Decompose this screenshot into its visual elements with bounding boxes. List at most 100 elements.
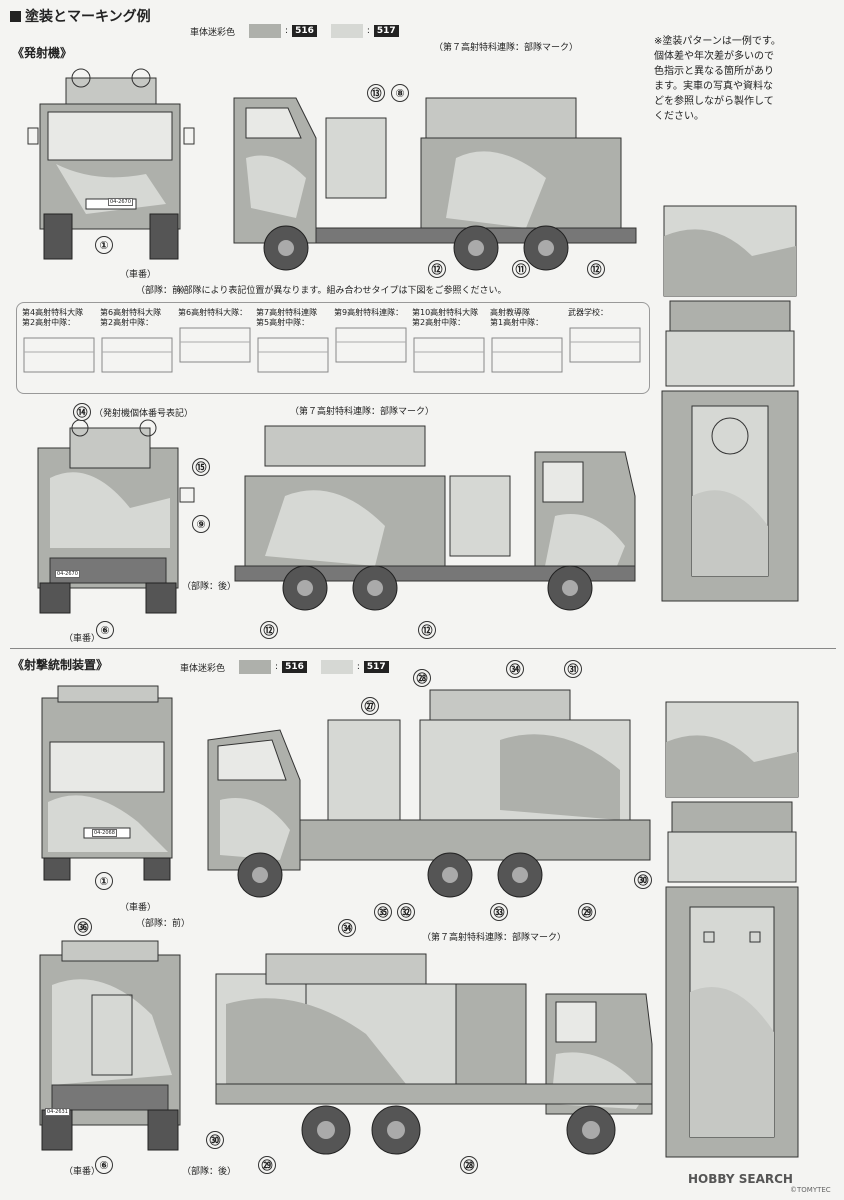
fcs-unit-mark-label: （第７高射特科連隊：部隊マーク） (422, 933, 567, 943)
callout-9: ⑨ (192, 515, 210, 533)
unit-marking-box (16, 302, 650, 394)
swatch-516-code: 516 (282, 661, 307, 673)
swatch-516 (249, 24, 282, 38)
fcs-side-view-right (215, 953, 653, 1155)
unit-item: 第6高射特科大隊 第2高射中隊： (100, 308, 174, 388)
unit-item: 第10高射特科大隊 第2高射中隊： (412, 308, 486, 388)
fcs-side-view-left (207, 689, 651, 898)
swatch-516 (239, 660, 272, 674)
launcher-side-view-left (233, 97, 637, 271)
callout-27: ㉗ (361, 697, 379, 715)
callout-13: ⑬ (367, 84, 385, 102)
unit-item: 第7高射特科連隊 第5高射中隊： (256, 308, 330, 388)
unit-item-label: 第6高射特科大隊 第2高射中隊： (100, 308, 162, 327)
callout-12b: ⑫ (587, 260, 605, 278)
callout-6: ⑥ (96, 621, 114, 639)
fcs-front-view (41, 685, 173, 881)
fcs-front-plate: 04-2068 (92, 829, 117, 837)
paint-legend-label: 車体迷彩色 (190, 27, 236, 38)
unit-item-sketch (569, 327, 641, 363)
watermark-sub: ©TOMYTEC (790, 1186, 831, 1194)
swatch-517-code: 517 (363, 661, 389, 673)
callout-12d: ⑫ (418, 621, 436, 639)
callout-34a: ㉞ (506, 660, 524, 678)
swatch-colon: : (356, 662, 360, 672)
launcher-rear-plate: 04-2670 (55, 570, 80, 578)
callout-29b: ㉙ (258, 1156, 276, 1174)
unit-item-label: 第6高射特科大隊： (178, 308, 248, 317)
section-divider (10, 648, 836, 649)
callout-30a: ㉚ (634, 871, 652, 889)
launcher-front-view (27, 68, 195, 260)
fcs-section-title: 《射撃統制装置》 (12, 658, 109, 672)
page-header: 塗装とマーキング例 (10, 6, 151, 26)
launcher-section-title: 《発射機》 (12, 46, 73, 60)
fcs-unit-label-rear: （部隊：後） (182, 1167, 237, 1177)
callout-28a: ㉘ (413, 669, 431, 687)
swatch-517 (320, 660, 353, 674)
page-title: 塗装とマーキング例 (25, 9, 151, 25)
callout-35: ㉟ (374, 903, 392, 921)
unit-item-sketch (413, 337, 485, 373)
fcs-plate-label-rear: （車番） (64, 1167, 101, 1177)
unit-item-sketch (23, 337, 95, 373)
callout-28b: ㉘ (460, 1156, 478, 1174)
watermark-brand: HOBBY SEARCH (688, 1172, 793, 1186)
launcher-side-view-right (234, 425, 636, 611)
callout-30b: ㉚ (206, 1131, 224, 1149)
paint-legend-fcs: 車体迷彩色 : 516 : 517 (180, 660, 389, 674)
swatch-colon: : (275, 662, 279, 672)
unit-item-label: 高射教導隊 第1高射中隊： (490, 308, 544, 327)
paint-legend-launcher: 車体迷彩色 : 516 : 517 (190, 24, 399, 38)
unit-item: 第6高射特科大隊： (178, 308, 252, 388)
launcher-unit-label-front: （部隊：前） (136, 286, 191, 296)
launcher-front-plate: 04-2670 (108, 198, 133, 206)
unit-mark-label-top: （第７高射特科連隊：部隊マーク） (434, 43, 579, 53)
unit-item-label: 第10高射特科大隊 第2高射中隊： (412, 308, 479, 327)
launcher-footnote: ※部隊により表記位置が異なります。組み合わせタイプは下図をご参照ください。 (176, 286, 507, 296)
fcs-rear-view (39, 940, 181, 1151)
callout-29a: ㉙ (578, 903, 596, 921)
unit-item: 武器学校： (568, 308, 642, 388)
callout-1b: ① (95, 872, 113, 890)
unit-mark-label-side: （第７高射特科連隊：部隊マーク） (290, 407, 435, 417)
callout-11: ⑪ (512, 260, 530, 278)
fcs-top-view (665, 701, 799, 1158)
paint-note: ※塗装パターンは一例です。 個体差や年次差が多いので 色指示と異なる箇所があり … (654, 36, 781, 122)
swatch-516-code: 516 (292, 25, 317, 37)
unit-item-label: 第9高射特科連隊： (334, 308, 404, 317)
unit-item: 高射教導隊 第1高射中隊： (490, 308, 564, 388)
launcher-rear-view (37, 419, 195, 614)
fcs-unit-label-front: （部隊：前） (136, 919, 191, 929)
launcher-plate-label-rear: （車番） (64, 634, 101, 644)
launcher-unit-label-rear: （部隊：後） (182, 582, 237, 592)
fcs-plate-label-front: （車番） (120, 903, 157, 913)
paint-legend-label: 車体迷彩色 (180, 663, 226, 674)
swatch-517-code: 517 (373, 25, 399, 37)
unit-item: 第9高射特科連隊： (334, 308, 408, 388)
unit-item-sketch (101, 337, 173, 373)
callout-14: ⑭ (73, 403, 91, 421)
unit-item-sketch (491, 337, 563, 373)
callout-36: ㊱ (74, 918, 92, 936)
callout-12c: ⑫ (260, 621, 278, 639)
swatch-517 (330, 24, 363, 38)
unit-item-sketch (335, 327, 407, 363)
callout-33: ㉝ (490, 903, 508, 921)
callout-8: ⑧ (391, 84, 409, 102)
swatch-colon: : (366, 26, 370, 36)
unit-item-label: 第7高射特科連隊 第5高射中隊： (256, 308, 318, 327)
callout-1: ① (95, 236, 113, 254)
unit-item: 第4高射特科大隊 第2高射中隊： (22, 308, 96, 388)
launcher-plate-label-front: （車番） (120, 270, 157, 280)
unit-item-sketch (257, 337, 329, 373)
swatch-colon: : (285, 26, 289, 36)
callout-31: ㉛ (564, 660, 582, 678)
header-square-icon (10, 10, 21, 22)
callout-6b: ⑥ (95, 1156, 113, 1174)
callout-34b: ㉞ (338, 919, 356, 937)
callout-32: ㉜ (397, 903, 415, 921)
launcher-top-view (661, 205, 799, 602)
unit-item-sketch (179, 327, 251, 363)
callout-15: ⑮ (192, 458, 210, 476)
